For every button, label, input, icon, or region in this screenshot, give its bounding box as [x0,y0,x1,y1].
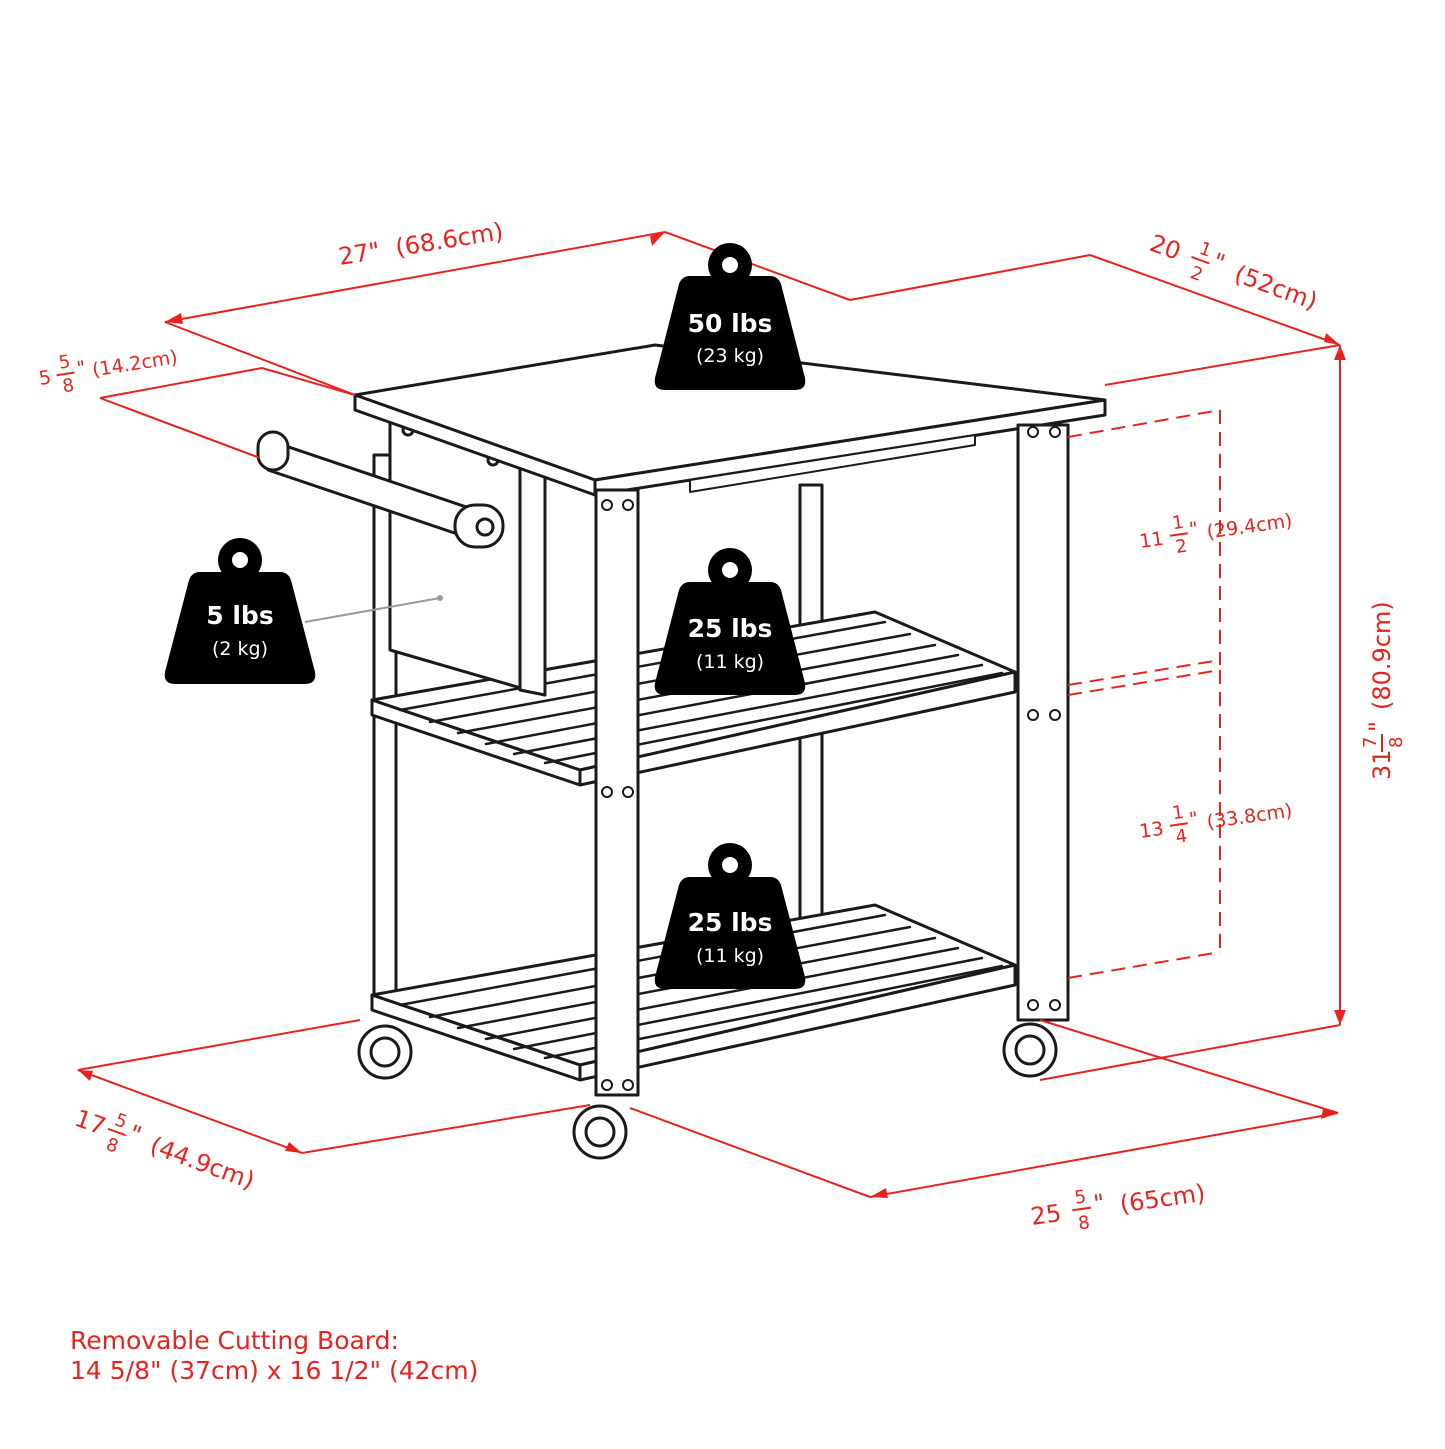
svg-text:8: 8 [1386,737,1407,748]
svg-text:(52cm): (52cm) [1231,260,1321,316]
svg-text:": " [1188,518,1200,541]
svg-text:(44.9cm): (44.9cm) [146,1131,258,1195]
weight-icon-cutting-board: 5 lbs (2 kg) [164,538,316,684]
svg-text:25: 25 [1029,1199,1063,1231]
svg-text:(80.9cm): (80.9cm) [1368,601,1396,710]
handle-bar [256,430,505,549]
svg-text:5: 5 [1073,1186,1087,1208]
svg-text:25 lbs: 25 lbs [688,614,773,643]
front-right-leg [1016,423,1070,1022]
top-width-label: 27"(68.6cm) [337,217,506,271]
svg-text:5: 5 [57,351,72,374]
weight-icon-top: 50 lbs (23 kg) [654,243,806,390]
svg-text:": " [125,1119,145,1149]
svg-text:1: 1 [1196,238,1214,262]
svg-text:8: 8 [103,1134,121,1158]
svg-text:": " [1092,1189,1107,1218]
svg-text:(2 kg): (2 kg) [212,638,268,660]
svg-text:(65cm): (65cm) [1118,1179,1207,1219]
svg-text:(11 kg): (11 kg) [696,651,764,673]
svg-text:(14.2cm): (14.2cm) [91,346,179,381]
cart-drawing [256,343,1107,1160]
svg-text:": " [1188,808,1200,831]
tabletop [353,343,1107,497]
svg-text:25 lbs: 25 lbs [688,908,773,937]
upper-clearance-label: 11 1 2 " (29.4cm) [1138,510,1294,558]
handle-extension-label: 5 5 8 " (14.2cm) [37,346,179,398]
dimension-lines [77,231,1341,1198]
cutting-board-note: Removable Cutting Board: 14 5/8" (37cm) … [70,1326,478,1386]
caster-front-right [1002,1022,1058,1078]
svg-text:5: 5 [37,366,52,390]
base-width-label: 25 5 8 " (65cm) [1029,1179,1207,1235]
base-depth-label: 17 5 8 " (44.9cm) [71,1104,258,1195]
svg-text:17: 17 [71,1104,109,1141]
svg-text:50 lbs: 50 lbs [688,309,773,338]
svg-text:7: 7 [1360,737,1381,748]
svg-text:8: 8 [61,375,76,398]
svg-text:": " [1364,721,1392,732]
weight-icon-bottom-shelf: 25 lbs (11 kg) [654,843,806,989]
svg-text:5 lbs: 5 lbs [206,601,273,630]
svg-text:1: 1 [1171,802,1185,824]
svg-text:31: 31 [1368,749,1396,780]
cutting-board-note-size: 14 5/8" (37cm) x 16 1/2" (42cm) [70,1356,479,1385]
caster-front-left [572,1104,628,1160]
svg-text:": " [75,357,87,380]
weight-icon-middle-shelf: 25 lbs (11 kg) [654,548,806,695]
svg-text:1: 1 [1171,512,1185,534]
svg-text:13: 13 [1138,818,1165,843]
top-depth-label: 20 1 2 " (52cm) [1146,229,1321,316]
lower-clearance-label: 13 1 4 " (33.8cm) [1138,800,1294,848]
svg-text:20: 20 [1146,229,1184,266]
svg-text:4: 4 [1174,826,1188,848]
svg-text:2: 2 [1174,536,1188,558]
cutting-board-leader [304,597,441,623]
svg-text:": " [1209,247,1229,277]
caster-rear-left [357,1024,413,1080]
svg-text:(11 kg): (11 kg) [696,945,764,967]
svg-text:2: 2 [1188,262,1206,286]
clearance-guides [1067,409,1221,979]
cutting-board-note-title: Removable Cutting Board: [70,1326,399,1355]
cutting-board-leader-dot [437,595,443,601]
dimension-arrowheads [78,232,1346,1198]
svg-text:11: 11 [1138,528,1165,553]
svg-text:8: 8 [1077,1212,1091,1234]
svg-text:(33.8cm): (33.8cm) [1205,800,1293,834]
svg-text:(29.4cm): (29.4cm) [1205,510,1293,544]
svg-text:(23 kg): (23 kg) [696,345,764,367]
svg-text:5: 5 [112,1110,130,1134]
overall-height-label: 31 7 8 " (80.9cm) [1360,601,1407,780]
